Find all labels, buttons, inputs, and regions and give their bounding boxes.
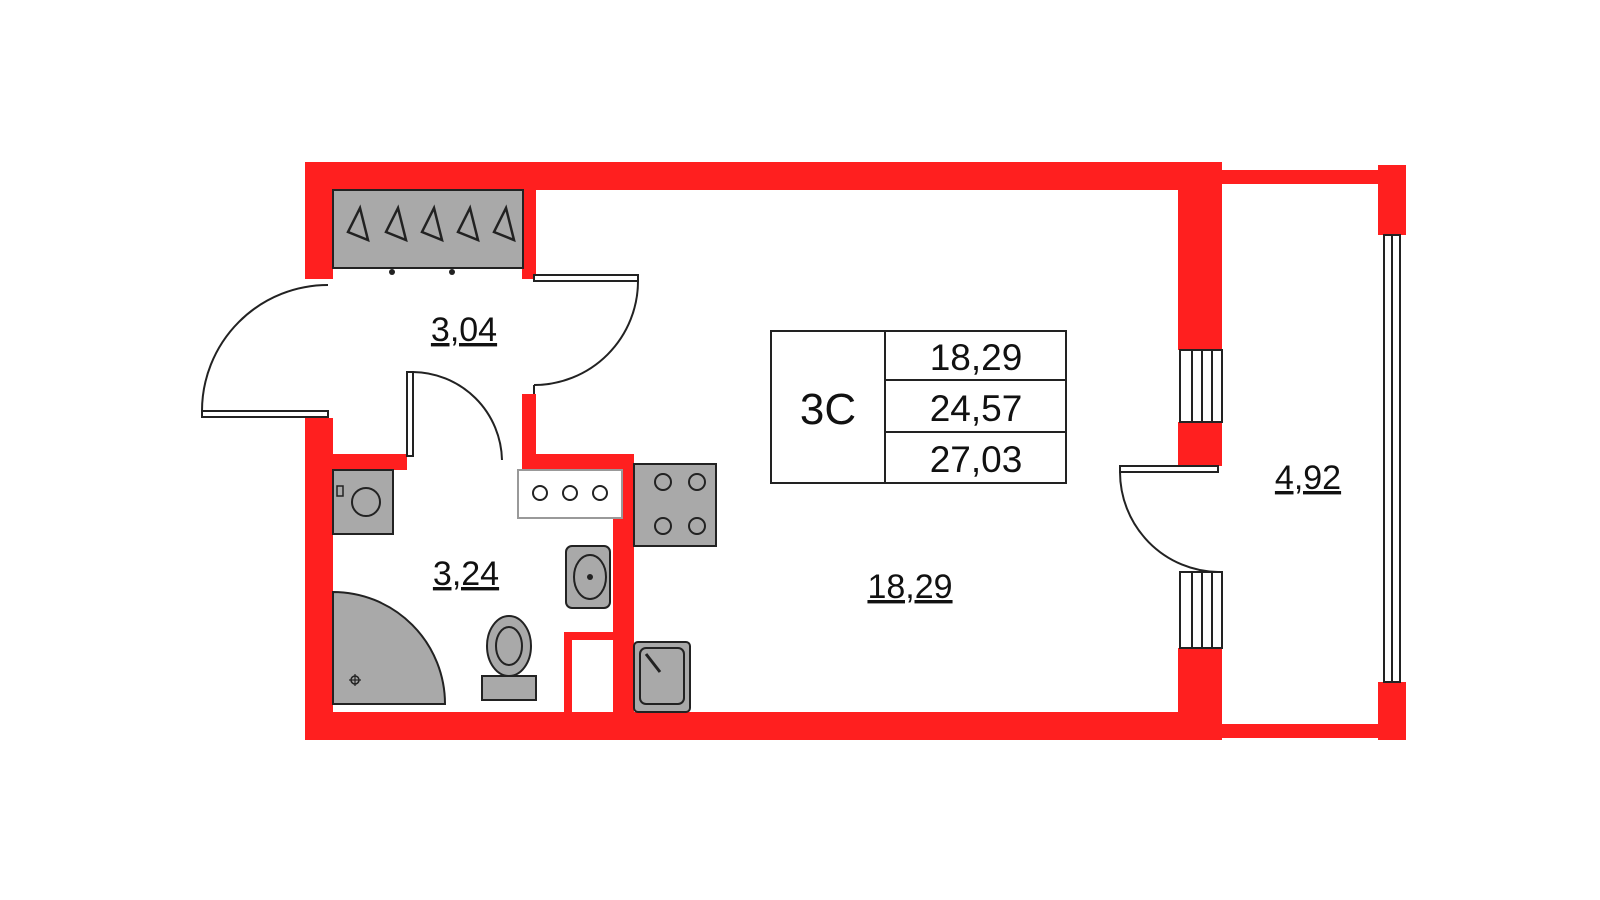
wall-left-lower — [305, 418, 333, 740]
washbasin — [565, 545, 611, 609]
total-area-with-balcony-value: 27,03 — [930, 439, 1023, 480]
living-area-value: 18,29 — [930, 337, 1023, 378]
washing-machine — [332, 469, 394, 535]
balcony-door — [1119, 465, 1219, 573]
wall-right-bottom — [1178, 648, 1222, 740]
balcony-rail-top — [1222, 170, 1392, 184]
wall-bottom — [305, 712, 1222, 740]
entrance-door — [201, 284, 329, 418]
wall-niche-outline — [564, 632, 616, 640]
wardrobe — [332, 189, 524, 275]
walls — [305, 162, 1406, 740]
kitchen-sink — [633, 641, 691, 713]
hob — [633, 463, 717, 547]
room-area-bathroom: 3,24 — [433, 555, 499, 593]
window-upper — [1179, 349, 1223, 423]
room-area-balcony: 4,92 — [1275, 459, 1341, 497]
wall-bath-top-left — [305, 454, 407, 470]
balcony-glazing — [1383, 234, 1401, 683]
shower-tray — [332, 590, 447, 705]
studio-door — [533, 274, 639, 394]
info-box: 3С 18,29 24,57 27,03 — [770, 330, 1067, 484]
apartment-type-label: 3С — [800, 385, 856, 434]
bathroom-door — [406, 371, 503, 461]
doors — [201, 274, 1219, 573]
balcony-post-bottom — [1378, 682, 1406, 740]
wall-corridor-pier — [522, 394, 536, 454]
toilet — [481, 615, 537, 701]
balcony-rail-bottom — [1222, 724, 1392, 738]
wall-bath-top-right — [522, 454, 634, 470]
room-area-studio: 18,29 — [867, 568, 952, 606]
window-lower — [1179, 571, 1223, 649]
wall-closet-right — [522, 162, 536, 279]
vent-block — [517, 469, 623, 519]
room-area-hallway: 3,04 — [431, 311, 497, 349]
balcony-post-top — [1378, 165, 1406, 235]
wall-niche-side — [564, 632, 572, 712]
wall-top — [305, 162, 1222, 190]
total-area-value: 24,57 — [930, 388, 1023, 429]
wall-right-mid — [1178, 422, 1222, 466]
wall-left-upper — [305, 162, 333, 279]
wall-bath-right — [613, 454, 634, 740]
wall-right-top — [1178, 162, 1222, 350]
